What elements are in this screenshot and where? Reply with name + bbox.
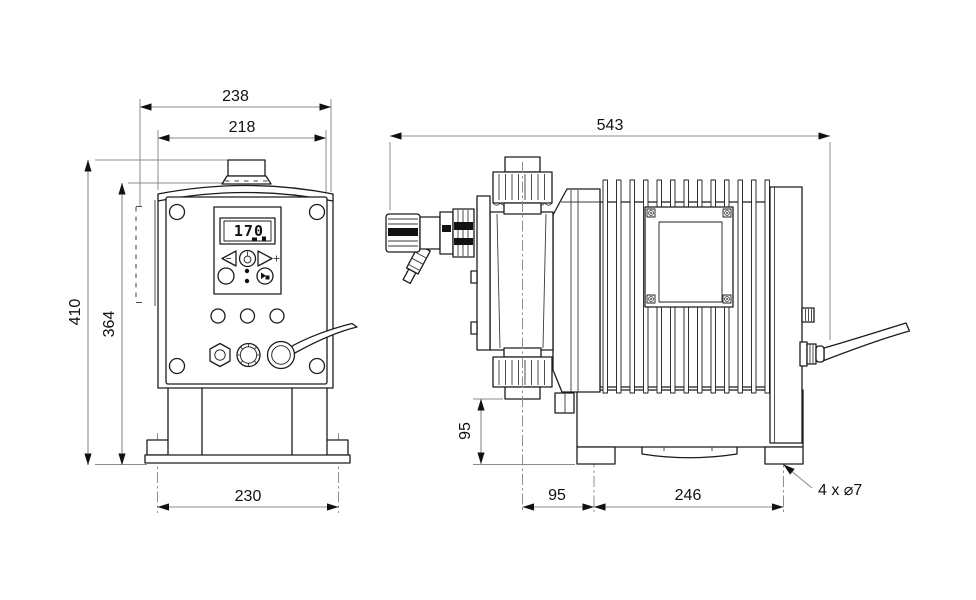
front-dimension-lines	[84, 99, 339, 513]
mounting-foot	[764, 446, 804, 465]
vent-union-nut	[452, 208, 475, 258]
front-connections	[209, 308, 358, 370]
front-view: 170	[67, 88, 358, 513]
power-cable	[823, 322, 911, 362]
mounting-foot	[146, 439, 169, 456]
side-dimension-lines	[389, 132, 831, 513]
vent-valve-assembly	[385, 208, 475, 285]
plug-port-icon	[210, 308, 226, 324]
motor-housing	[599, 179, 911, 444]
plug-port-icon	[239, 308, 256, 324]
front-base	[144, 387, 351, 464]
arrow-up-button-icon	[257, 250, 273, 267]
lcd-unit-icon	[252, 237, 257, 241]
top-connection-cap	[227, 159, 266, 177]
power-cable	[286, 322, 358, 355]
wall-plate-hidden-edge	[135, 200, 156, 306]
dim-front-foot-spacing: 230	[235, 488, 262, 505]
mounting-foot	[326, 439, 349, 456]
corner-screw-icon	[168, 203, 186, 221]
dim-side-head-to-hole: 95	[548, 487, 566, 504]
dim-mounting-holes: 4 x ⌀7	[818, 482, 862, 499]
plug-port-icon	[269, 308, 285, 324]
cable-gland	[799, 341, 825, 367]
side-view: 543 95 95 246 4 x ⌀7	[385, 117, 911, 513]
dosing-head	[470, 156, 554, 400]
menu-button-icon	[217, 267, 235, 285]
dim-side-foot-spacing: 246	[675, 487, 702, 504]
dim-side-overall-depth: 543	[597, 117, 624, 134]
lcd-display-value: 170	[234, 222, 264, 240]
dim-front-overall-width: 238	[222, 88, 249, 105]
mounting-hole-leader	[783, 464, 813, 489]
corner-screw-icon	[168, 357, 186, 375]
lcd-display	[223, 220, 272, 242]
dim-front-overall-height: 410	[67, 299, 84, 326]
signal-connector-icon	[801, 307, 815, 323]
top-connection-flange	[221, 175, 272, 185]
side-base	[554, 389, 804, 465]
pump-adapter	[552, 188, 601, 393]
dim-front-housing-width: 218	[229, 119, 256, 136]
corner-screw-icon	[308, 357, 326, 375]
status-led-icon	[244, 268, 250, 274]
dim-side-outlet-height: 95	[457, 422, 474, 440]
dim-front-housing-height: 364	[101, 311, 118, 338]
status-led-icon	[244, 278, 250, 284]
lcd-mode-icon	[262, 236, 266, 241]
head-front-plate	[476, 195, 491, 351]
mounting-foot	[576, 446, 616, 465]
base-plate	[144, 454, 351, 464]
control-panel: 170	[213, 206, 282, 295]
corner-screw-icon	[308, 203, 326, 221]
nameplate-screws	[646, 208, 732, 304]
